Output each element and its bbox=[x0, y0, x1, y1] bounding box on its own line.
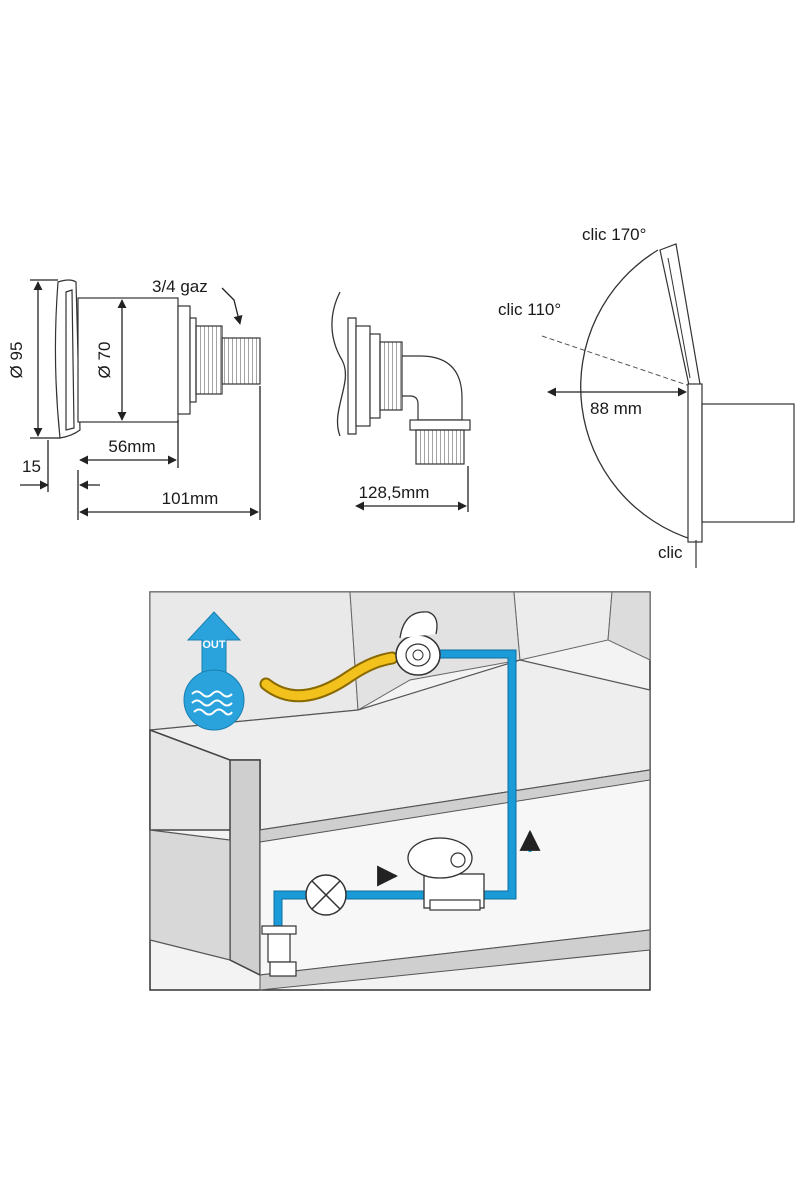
wave-icon bbox=[191, 690, 233, 698]
body-cylinder bbox=[77, 297, 179, 423]
lid-open bbox=[659, 243, 701, 391]
pipe-segment-inlet bbox=[274, 891, 310, 930]
elbow-ring bbox=[369, 333, 381, 419]
label-clic-170: clic 170° bbox=[582, 225, 646, 244]
label-56mm: 56mm bbox=[108, 437, 155, 456]
label-128-5mm: 128,5mm bbox=[359, 483, 430, 502]
nut bbox=[195, 325, 223, 395]
floor-edge bbox=[259, 929, 651, 991]
hull-wall bbox=[229, 759, 261, 977]
lid-edge bbox=[667, 257, 691, 379]
water-drop-icon bbox=[183, 669, 245, 731]
swing-arc bbox=[580, 249, 695, 541]
elbow-flange bbox=[347, 317, 357, 435]
elbow-pipe bbox=[401, 355, 463, 421]
label-clic: clic bbox=[658, 543, 683, 562]
lid-flange bbox=[687, 383, 703, 543]
pump-foot bbox=[429, 899, 481, 911]
hull-side bbox=[149, 829, 231, 961]
thread-stub bbox=[221, 337, 261, 385]
out-badge: OUT bbox=[183, 611, 245, 731]
deck-outlet-lid bbox=[399, 611, 438, 639]
lid-body bbox=[701, 403, 795, 523]
inlet-fitting bbox=[267, 929, 291, 963]
wall-break-line bbox=[331, 291, 347, 437]
elbow-collar bbox=[409, 419, 471, 431]
label-101mm: 101mm bbox=[162, 489, 219, 508]
label-diameter-95: Ø 95 bbox=[7, 342, 26, 379]
valve-cross bbox=[311, 880, 341, 910]
elbow-nut bbox=[379, 341, 403, 411]
label-15: 15 bbox=[22, 457, 41, 476]
hose bbox=[261, 653, 397, 701]
installation-illustration: OUT bbox=[149, 591, 651, 991]
lid-view: clic 170° clic 110° 88 mm clic bbox=[498, 225, 795, 568]
label-diameter-70: Ø 70 bbox=[95, 342, 114, 379]
angle-line-110 bbox=[541, 335, 697, 389]
elbow-view: 128,5mm bbox=[331, 291, 471, 512]
out-label: OUT bbox=[202, 639, 226, 651]
pipe-segment-riser bbox=[440, 650, 516, 899]
pump-fitting bbox=[450, 852, 466, 868]
step-ring-1 bbox=[177, 305, 191, 415]
step-ring-2 bbox=[189, 317, 197, 403]
label-clic-110: clic 110° bbox=[498, 300, 561, 319]
inlet-nut bbox=[269, 961, 297, 977]
pump-motor bbox=[407, 837, 473, 879]
thread-leader bbox=[221, 287, 243, 325]
wave-icon bbox=[191, 699, 233, 707]
wave-icon bbox=[193, 708, 233, 716]
back-panel-corner bbox=[607, 591, 651, 661]
elbow-body bbox=[355, 325, 371, 427]
flange-inner bbox=[65, 289, 75, 431]
deck-outlet-core bbox=[412, 649, 424, 661]
back-panel-left bbox=[149, 591, 359, 731]
label-88mm: 88 mm bbox=[590, 399, 642, 418]
label-thread: 3/4 gaz bbox=[152, 277, 208, 296]
inlet-flange bbox=[261, 925, 297, 935]
elbow-thread bbox=[415, 429, 465, 465]
dimension-view: Ø 95 Ø 70 3/4 gaz 56mm 15 101mm bbox=[7, 277, 261, 520]
shelf-edge bbox=[259, 769, 651, 843]
